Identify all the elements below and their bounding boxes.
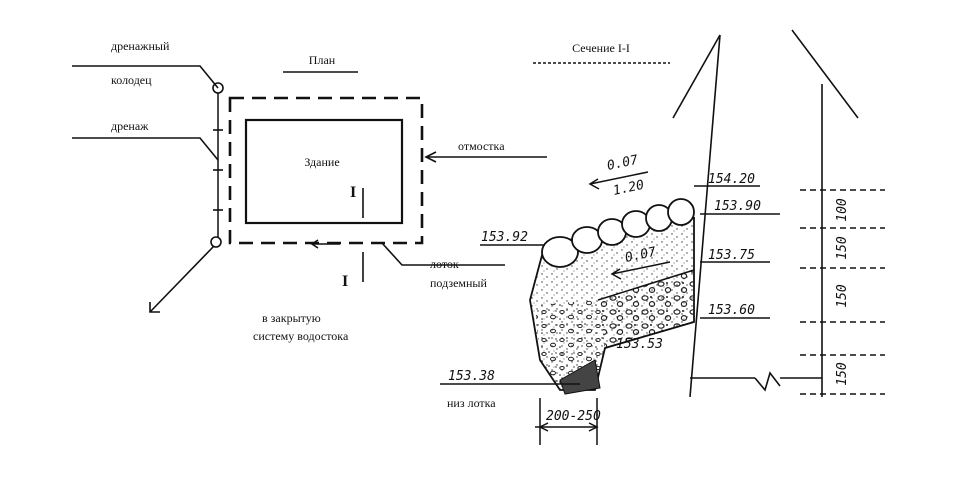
width-arrow-left — [538, 422, 549, 432]
tray-hatch — [559, 359, 601, 395]
outlet-pipe — [149, 245, 215, 313]
roof-right-slope — [791, 29, 859, 119]
wall-face — [689, 34, 721, 398]
drain-well-label-1: дренажный — [111, 39, 170, 53]
tray-label-2: подземный — [430, 276, 487, 290]
blind-area-arrowhead — [424, 151, 437, 163]
drainage-label: дренаж — [111, 119, 149, 133]
tray-bottom-label: низ лотка — [447, 396, 496, 410]
drain-well-leader — [72, 65, 219, 89]
outlet-arrowhead — [149, 302, 160, 313]
building-label: Здание — [304, 155, 339, 169]
layer-dim-1: 100 — [835, 198, 850, 222]
level-tray-bottom: 153.38 — [448, 369, 495, 384]
tray-label-1: лоток — [430, 257, 459, 271]
layer-dim-2: 150 — [835, 236, 850, 260]
slope-mid-label: 0.07 — [624, 245, 658, 266]
layer-dim-4: 150 — [835, 362, 850, 386]
building-outline — [244, 118, 404, 225]
roof-left-slope — [672, 34, 721, 119]
level-tray-edge: 153.53 — [616, 337, 663, 352]
cobble — [541, 236, 579, 268]
drain-well-label-2: колодец — [111, 73, 152, 87]
blind-area-label: отмостка — [458, 139, 505, 153]
flow-arrowhead — [310, 239, 319, 249]
slope-top-label: 0.07 — [606, 153, 640, 174]
layer-line-2 — [604, 321, 695, 349]
cobble-layer — [541, 198, 695, 268]
level-ground: 154.20 — [708, 172, 755, 187]
drain-well-bottom — [210, 236, 222, 248]
tray-width-label: 200-250 — [546, 409, 601, 424]
layer-line-1 — [597, 269, 695, 301]
layer-dim-3: 150 — [835, 284, 850, 308]
slope-arrow-top — [589, 171, 649, 185]
plan-view — [72, 65, 547, 313]
cobble — [667, 198, 695, 226]
slope-arrowhead-mid — [610, 268, 622, 280]
tray-leader — [381, 242, 505, 266]
outlet-label-1: в закрытую — [262, 311, 321, 325]
slope-arrow-mid — [611, 261, 671, 275]
slope-ratio-label: 1.20 — [612, 178, 646, 199]
width-arrow-right — [588, 422, 599, 432]
drainage-leader — [72, 137, 219, 161]
break-mark — [754, 371, 781, 392]
level-layer2: 153.60 — [708, 303, 755, 318]
section-mark-top: I — [350, 184, 356, 201]
section-title: Сечение I-I — [572, 41, 630, 55]
level-left: 153.92 — [481, 230, 528, 245]
level-surface: 153.90 — [714, 199, 761, 214]
section-mark-bottom: I — [342, 273, 348, 290]
level-layer1: 153.75 — [708, 248, 755, 263]
plan-title: План — [309, 53, 336, 67]
section-leaders — [440, 171, 780, 445]
section-view — [533, 29, 885, 398]
dashed-tray-perimeter — [228, 96, 424, 245]
outlet-label-2: систему водостока — [253, 329, 349, 343]
slope-arrowhead-top — [588, 178, 600, 190]
